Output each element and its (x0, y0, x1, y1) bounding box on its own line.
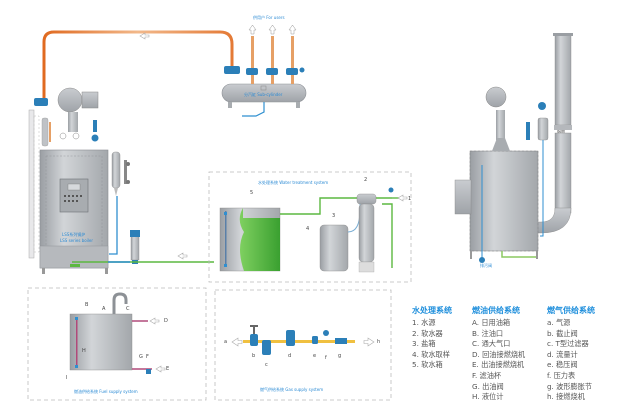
legend-item: h. 接燃烧机 (547, 392, 585, 402)
feed-water-pipe (70, 261, 214, 267)
gas-supply-frame (214, 289, 392, 401)
callout-2: 2 (364, 177, 368, 183)
callout-e: e (313, 353, 317, 359)
users-label: 供用户 For users (253, 15, 285, 20)
callout-D: D (164, 318, 168, 324)
legend-item: 4. 软水取样 (412, 349, 450, 359)
chimney-label: 烟囱 (557, 129, 565, 134)
boiler-name-cn: LSS系列锅炉 (62, 232, 86, 237)
legend-item: b. 截止阀 (547, 328, 578, 338)
legend-item: G. 出油阀 (472, 381, 504, 391)
legend-water-title: 水处理系统 (412, 306, 452, 315)
fuel-supply-frame (27, 287, 207, 401)
left-boiler (28, 87, 130, 274)
callout-4: 4 (306, 226, 310, 232)
legend-item: E. 出油接燃烧机 (472, 360, 525, 370)
callout-G: G (139, 354, 143, 360)
callout-H: H (82, 348, 86, 354)
legend-item: 2. 软水器 (412, 328, 443, 338)
header-valves (224, 66, 305, 75)
callout-h: h (377, 339, 381, 345)
callout-1: 1 (408, 196, 412, 202)
legend-item: 5. 软水箱 (412, 360, 443, 370)
legend-item: B. 注油口 (472, 328, 504, 338)
legend-item: a. 气源 (547, 318, 571, 327)
drain-valve-label: 排污阀 (480, 263, 492, 268)
legend-fuel-title: 燃油供给系统 (472, 306, 520, 315)
legend-gas-supply: 燃气供给系统 a. 气源 b. 截止阀 c. T型过滤器 d. 流量计 e. 稳… (547, 305, 595, 403)
legend-item: g. 波形膨胀节 (547, 381, 593, 391)
callout-g: g (338, 353, 342, 359)
callout-d: d (288, 353, 292, 359)
legend-item: 1. 水源 (412, 318, 436, 327)
legend-item: f. 压力表 (547, 370, 576, 380)
callout-I: I (66, 375, 68, 381)
callout-b: b (252, 353, 256, 359)
legend-item: F. 滤油杯 (472, 370, 502, 380)
callout-C: C (126, 306, 130, 312)
user-outlet-pipes (248, 24, 297, 84)
steam-pipe (42, 30, 234, 100)
legend-item: 3. 盐箱 (412, 339, 436, 349)
legend-item: A. 日用油箱 (472, 318, 511, 327)
callout-a: a (224, 339, 228, 345)
boiler-name-en: LSS series boiler (60, 238, 94, 243)
legend-item: H. 液位计 (472, 392, 504, 402)
fuel-tank (69, 292, 166, 374)
fuel-supply-title: 燃油供给系统 Fuel supply system (74, 389, 138, 394)
gas-train (231, 325, 375, 355)
legend-fuel-supply: 燃油供给系统 A. 日用油箱 B. 注油口 C. 通大气口 D. 回油接燃烧机 … (472, 305, 525, 403)
sub-cylinder-label: 分汽缸 Sub-cylinder (244, 92, 283, 97)
callout-B: B (85, 302, 89, 308)
water-treatment-title: 水处理系统 Water treatment system (258, 180, 329, 185)
water-softener (356, 193, 377, 273)
callout-F: F (146, 354, 149, 360)
feed-flow-arrow-icon (177, 252, 188, 260)
legend-item: e. 稳压阀 (547, 360, 578, 370)
callout-c: c (265, 362, 268, 368)
legend-item: C. 通大气口 (472, 339, 511, 349)
header-drain (242, 102, 265, 117)
callout-5: 5 (250, 190, 254, 196)
water-source-valve (388, 187, 408, 202)
callout-E: E (166, 366, 170, 372)
water-treatment-frame (208, 171, 412, 283)
gas-supply-title: 燃气供给系统 Gas supply system (260, 387, 324, 392)
legend-water-treatment: 水处理系统 1. 水源 2. 软水器 3. 盐箱 4. 软水取样 5. 软水箱 (412, 305, 452, 371)
callout-A: A (102, 306, 106, 312)
soft-water-tank (219, 207, 281, 272)
callout-3: 3 (332, 213, 336, 219)
legend-item: d. 流量计 (547, 349, 578, 359)
legend-item: c. T型过滤器 (547, 339, 589, 349)
legend-gas-title: 燃气供给系统 (547, 306, 595, 315)
legend-item: D. 回油接燃烧机 (472, 349, 526, 359)
steam-flow-arrow-icon (139, 32, 150, 40)
callout-f: f (325, 355, 327, 361)
